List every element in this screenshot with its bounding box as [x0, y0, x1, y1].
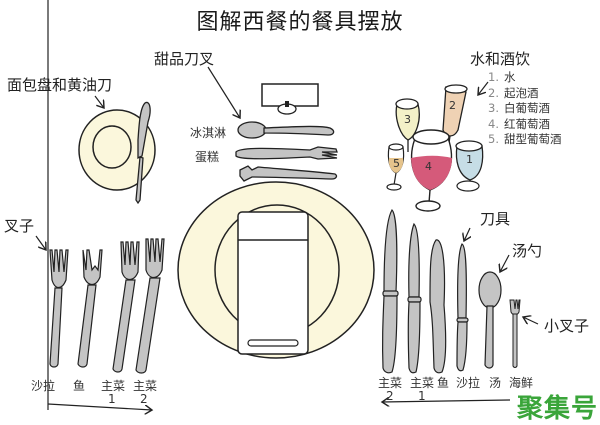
knife-label-main-2-sub: 2: [386, 389, 394, 403]
dessert-knife-icon: [239, 165, 338, 182]
sweet-wine-glass-icon: [386, 143, 405, 191]
fork-label-main-2-sub: 2: [140, 392, 148, 406]
watermark-logo: 聚集号: [517, 394, 599, 424]
sparkling-wine-glass-icon: [442, 84, 468, 151]
knife-label-soup: 汤: [489, 376, 502, 390]
fork-label-fish: 鱼: [73, 379, 86, 393]
place-card-icon: [261, 83, 319, 115]
soup-spoon-label: 汤勺: [512, 242, 543, 260]
fork-label-main-2: 主菜: [133, 379, 158, 393]
red-wine-glass-icon: [410, 129, 453, 212]
glass-number-4: 4: [425, 160, 432, 173]
main-fork-2-icon: [135, 238, 165, 374]
salad-knife-icon: [456, 243, 469, 372]
drinks-label: 水和酒饮: [470, 50, 531, 68]
knife-label-main-1-sub: 1: [418, 389, 426, 403]
fork-label-salad: 沙拉: [31, 379, 56, 393]
dessert-label: 甜品刀叉: [154, 50, 215, 68]
glass-number-2: 2: [449, 99, 456, 112]
legend-item: 5.甜型葡萄酒: [488, 132, 562, 146]
salad-fork-icon: [49, 249, 69, 368]
knife-label-fish: 鱼: [437, 376, 450, 390]
fork-order-arrow: [47, 0, 152, 410]
butter-knife-icon: [135, 101, 151, 205]
dessert-fork-icon: [235, 146, 338, 160]
glass-number-3: 3: [404, 113, 411, 126]
legend-item: 1.水: [488, 70, 516, 84]
seafood-fork-icon: [509, 299, 521, 368]
legend-item: 4.红葡萄酒: [488, 116, 550, 131]
fork-label-main-1-sub: 1: [108, 392, 116, 406]
knife-label-salad: 沙拉: [456, 376, 481, 390]
glass-number-5: 5: [393, 157, 400, 170]
knife-label-seafood: 海鲜: [509, 376, 534, 390]
small-fork-label: 小叉子: [544, 317, 590, 335]
water-glass-icon: [455, 140, 484, 192]
knives-label: 刀具: [480, 210, 511, 228]
main-knife-1-icon: [407, 222, 422, 374]
soup-spoon-icon: [478, 271, 502, 369]
dessert-spoon-icon: [237, 121, 335, 139]
ice-cream-label: 冰淇淋: [190, 126, 227, 140]
bread-plate-label: 面包盘和黄油刀: [7, 76, 113, 94]
main-knife-2-icon: [381, 209, 399, 374]
page-title: 图解西餐的餐具摆放: [196, 10, 404, 35]
main-fork-1-icon: [112, 241, 140, 373]
glass-number-1: 1: [466, 153, 473, 166]
fish-knife-icon: [429, 239, 447, 374]
fork-label-main-1: 主菜: [101, 379, 126, 393]
legend-item: 2.起泡酒: [488, 85, 539, 100]
drinks-legend: 1.水 2.起泡酒 3.白葡萄酒 4.红葡萄酒 5.甜型葡萄酒: [488, 70, 562, 148]
knife-label-main-1: 主菜: [410, 376, 435, 390]
forks-label: 叉子: [4, 217, 35, 235]
bread-plate-icon: [78, 109, 156, 191]
cake-label: 蛋糕: [195, 150, 220, 164]
knife-label-main-2: 主菜: [378, 376, 403, 390]
fish-fork-icon: [77, 249, 103, 368]
napkin-icon: [237, 211, 309, 355]
legend-item: 3.白葡萄酒: [488, 101, 550, 115]
white-wine-glass-icon: [395, 98, 420, 152]
